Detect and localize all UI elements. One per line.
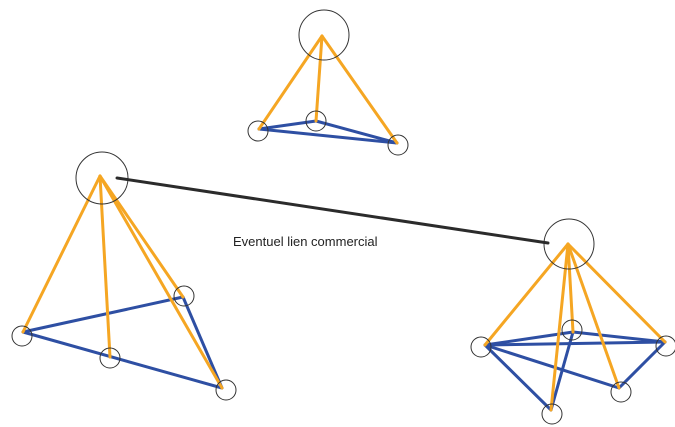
base-node <box>99 347 121 369</box>
commercial-link-label: Eventuel lien commercial <box>233 234 378 249</box>
hub-edge <box>483 242 570 347</box>
hub-edge <box>98 174 224 390</box>
hub-edges <box>21 174 224 390</box>
base-edge <box>21 330 224 390</box>
nodes <box>11 151 237 401</box>
base-node <box>610 381 632 403</box>
hub-node <box>75 151 129 205</box>
hub-edge <box>98 174 112 359</box>
base-edge <box>571 330 667 344</box>
base-node <box>561 319 583 341</box>
base-node <box>247 120 269 142</box>
hub-edge <box>549 242 570 412</box>
base-node <box>470 336 492 358</box>
commercial-link-line <box>115 176 550 245</box>
base-node <box>11 325 33 347</box>
hub-edges <box>257 34 399 145</box>
hub-node <box>543 218 595 270</box>
base-edges <box>483 330 667 412</box>
hub-edge <box>566 242 667 344</box>
hub-node <box>298 9 350 61</box>
hub-edge <box>566 242 621 390</box>
base-node <box>305 110 327 132</box>
hub-edge <box>566 242 575 334</box>
base-edge <box>181 295 224 390</box>
hub-edges <box>483 242 667 412</box>
base-edge <box>617 340 667 390</box>
base-node <box>215 379 237 401</box>
base-edges <box>257 119 399 145</box>
nodes <box>470 218 675 425</box>
base-edge <box>483 343 553 412</box>
pyramid-top <box>247 9 409 156</box>
pyramid-right <box>470 218 675 425</box>
base-edge <box>21 295 185 334</box>
base-edge <box>483 343 621 390</box>
base-node <box>387 134 409 156</box>
base-edge <box>314 119 399 145</box>
nodes <box>247 9 409 156</box>
hub-edge <box>98 174 185 299</box>
base-node <box>173 285 195 307</box>
base-edge <box>483 340 667 347</box>
base-node <box>541 403 563 425</box>
hub-edge <box>320 34 399 145</box>
hub-edge <box>314 34 324 123</box>
hub-edge <box>257 34 324 131</box>
hub-edge <box>21 174 102 334</box>
base-edges <box>21 295 224 390</box>
base-node <box>655 335 675 357</box>
pyramid-left <box>11 151 237 401</box>
base-edge <box>257 127 399 145</box>
